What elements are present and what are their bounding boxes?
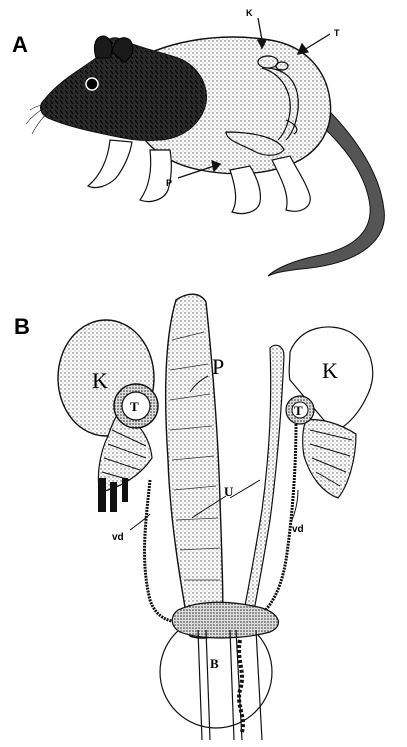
panel-b-label: B [14,314,30,339]
label-testis-right: T [294,403,303,418]
panel-b: B [14,294,373,740]
label-penis: P [212,354,224,379]
label-ureter: U [224,484,234,499]
panel-a: A [12,8,384,276]
callout-penis-a: P [166,178,172,188]
left-dark-ducts [98,478,128,512]
right-gland [303,420,356,498]
label-testis-left: T [130,399,139,414]
label-bladder: B [210,656,219,671]
urethra-junction [172,602,278,638]
rat-eye [86,78,98,90]
rat-ear-back [94,36,112,58]
penis-body [166,294,223,638]
callout-kidney-a: K [246,8,253,18]
label-vas-deferens-left: vd [112,532,124,543]
label-kidney-right: K [322,358,338,383]
callout-testis-a: T [334,28,340,38]
label-kidney-left: K [92,368,108,393]
panel-a-label: A [12,32,28,57]
label-vas-deferens-right: vd [292,524,304,535]
